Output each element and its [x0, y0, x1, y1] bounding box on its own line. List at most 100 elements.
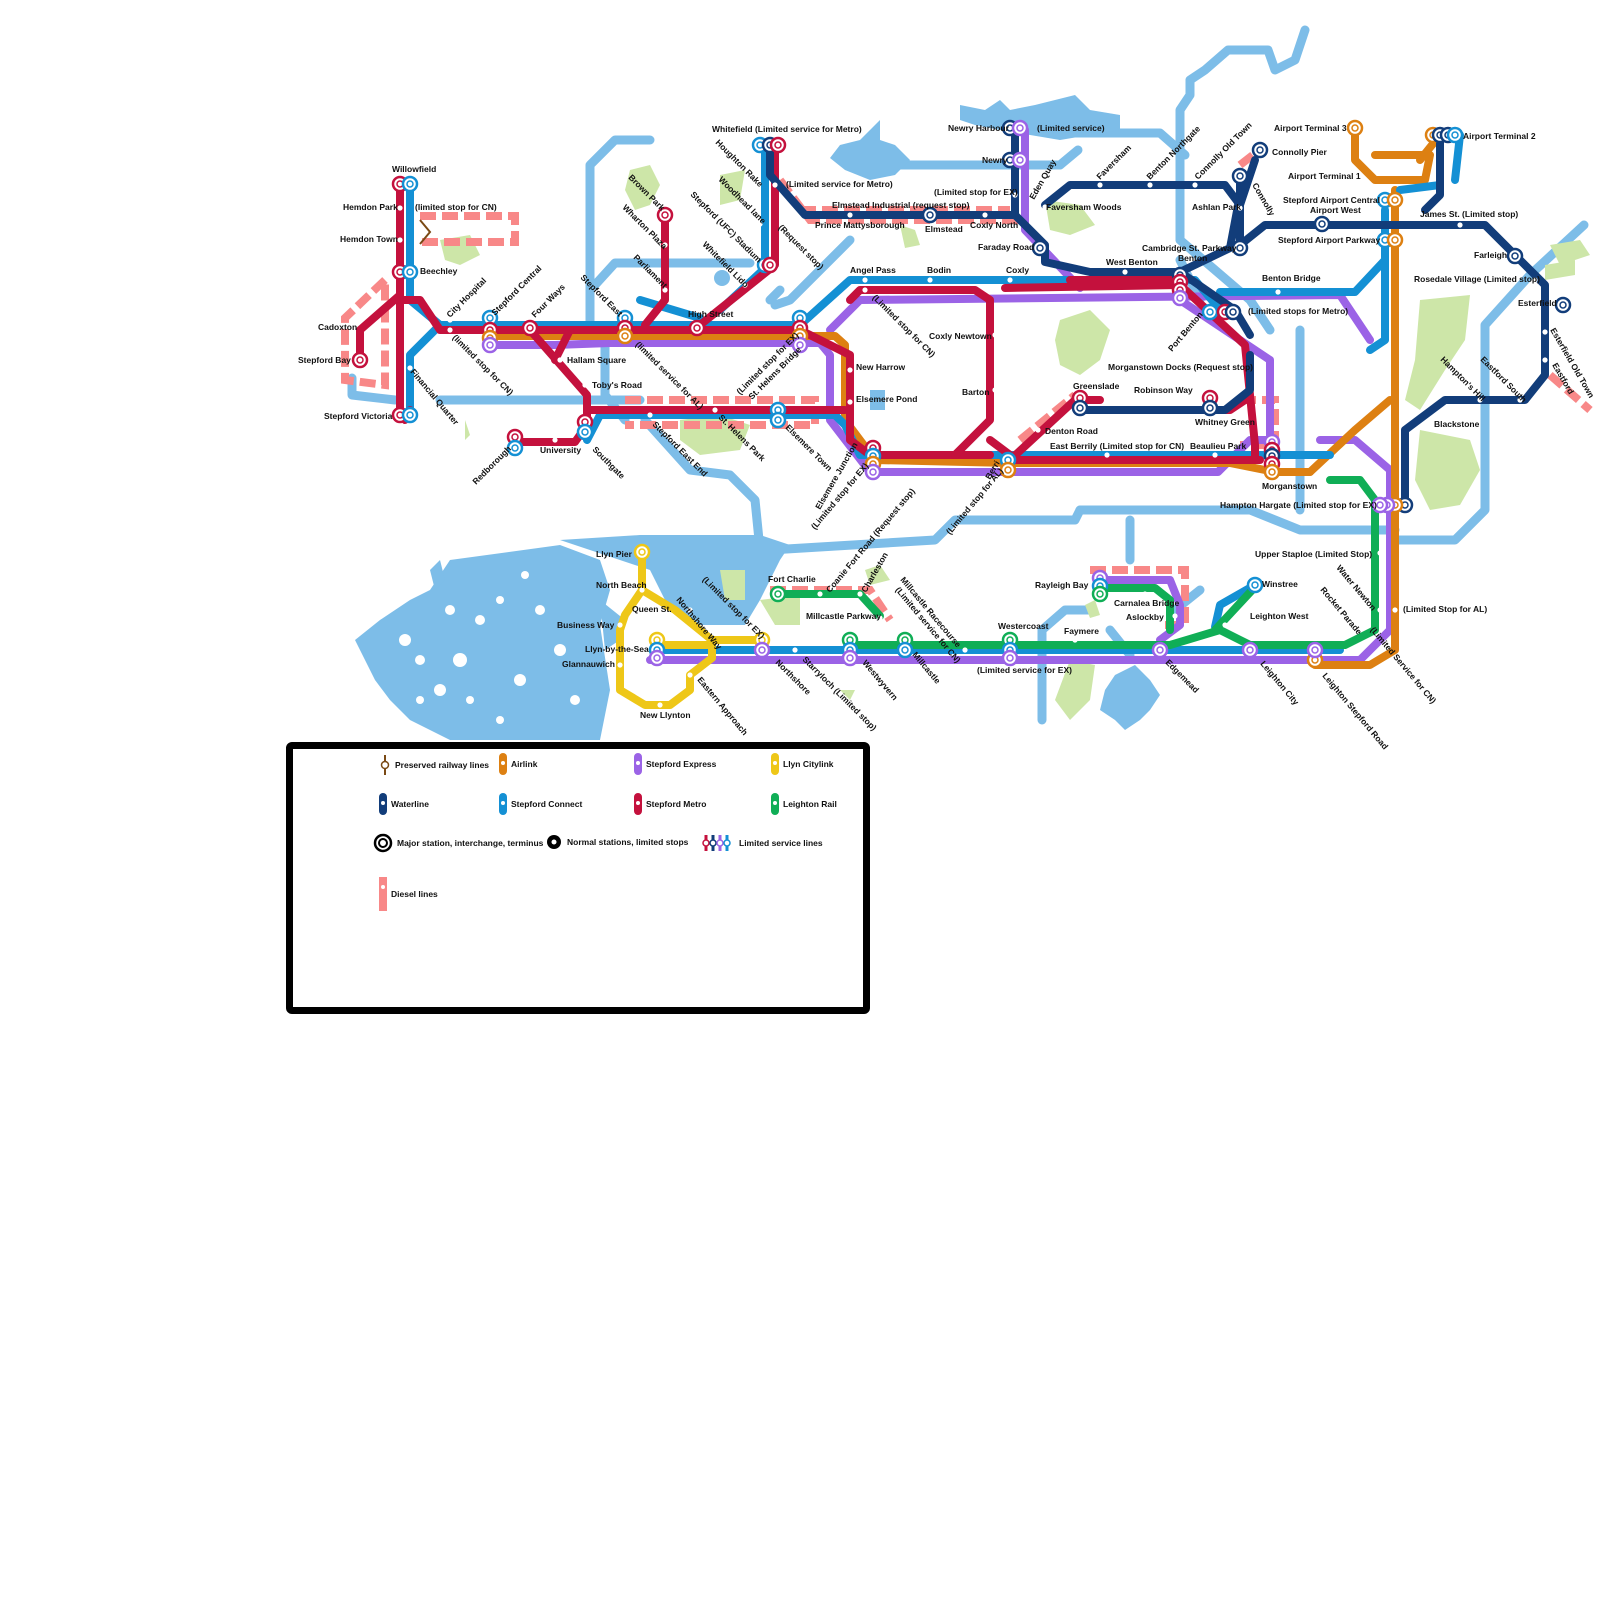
normal-station-marker[interactable] — [1222, 622, 1228, 628]
normal-station-marker[interactable] — [862, 277, 868, 283]
normal-station-marker[interactable] — [742, 282, 748, 288]
major-station-marker-inner — [1256, 146, 1264, 154]
normal-station-marker[interactable] — [792, 647, 798, 653]
station-label-tobys-road: Toby's Road — [592, 380, 642, 390]
normal-station-marker[interactable] — [447, 327, 453, 333]
normal-station-marker[interactable] — [772, 182, 778, 188]
normal-station-marker[interactable] — [1192, 182, 1198, 188]
normal-station-marker[interactable] — [1377, 607, 1383, 613]
station-label-beechley: Beechley — [420, 266, 458, 276]
normal-station-marker[interactable] — [397, 237, 403, 243]
normal-station-marker[interactable] — [639, 587, 645, 593]
station-label-city-hospital: City Hospital — [444, 276, 488, 320]
station-label-winstree: Winstree — [1262, 579, 1298, 589]
normal-station-marker[interactable] — [877, 615, 883, 621]
normal-station-marker[interactable] — [1122, 269, 1128, 275]
normal-station-marker[interactable] — [1035, 427, 1041, 433]
station-label-port-benton: Port Benton — [1166, 310, 1205, 354]
normal-station-marker[interactable] — [1457, 222, 1463, 228]
normal-station-marker[interactable] — [447, 317, 453, 323]
normal-station-marker[interactable] — [1542, 329, 1548, 335]
major-station-marker-inner — [486, 341, 494, 349]
normal-station-marker[interactable] — [1007, 277, 1013, 283]
station-label-bodin: Bodin — [927, 265, 951, 275]
station-label-faversham: Faversham — [1094, 142, 1133, 181]
normal-station-marker[interactable] — [647, 412, 653, 418]
normal-station-marker[interactable] — [712, 407, 718, 413]
normal-station-marker[interactable] — [992, 387, 998, 393]
station-label-charleston: Charleston — [859, 551, 890, 594]
normal-station-marker[interactable] — [397, 205, 403, 211]
station-label-new-llynton: New Llynton — [640, 710, 691, 720]
normal-station-marker[interactable] — [1012, 192, 1018, 198]
legend-item-express: Stepford Express — [634, 753, 716, 775]
normal-station-marker[interactable] — [662, 242, 668, 248]
major-station-marker-inner — [901, 646, 909, 654]
normal-station-marker[interactable] — [927, 277, 933, 283]
station-label-elmstead: Elmstead — [925, 224, 963, 234]
normal-station-marker[interactable] — [552, 437, 558, 443]
station-label-airport-central: Stepford Airport Central — [1283, 195, 1380, 205]
normal-station-marker[interactable] — [1097, 182, 1103, 188]
station-label-blackstone: Blackstone — [1434, 419, 1480, 429]
station-label-hemdon-town: Hemdon Town — [340, 234, 398, 244]
normal-station-marker[interactable] — [1517, 397, 1523, 403]
normal-station-marker[interactable] — [557, 357, 563, 363]
normal-station-marker[interactable] — [1392, 607, 1398, 613]
station-label-eastern-approach: Eastern Approach — [695, 675, 750, 737]
normal-station-marker[interactable] — [757, 221, 763, 227]
major-station-marker-inner — [581, 428, 589, 436]
station-label-upper-staploe: Upper Staploe (Limited Stop) — [1255, 549, 1372, 559]
preserved-railway-icon — [380, 755, 390, 775]
normal-station-marker[interactable] — [1172, 613, 1178, 619]
normal-station-marker[interactable] — [847, 399, 853, 405]
normal-station-marker[interactable] — [1142, 591, 1148, 597]
normal-station-marker[interactable] — [1147, 182, 1153, 188]
major-station-marker-inner — [1391, 196, 1399, 204]
station-label-limited-al-2: (Limited stop for AL) — [944, 466, 1005, 536]
station-label-greenslade: Greenslade — [1073, 381, 1120, 391]
normal-station-marker[interactable] — [652, 587, 658, 593]
normal-station-marker[interactable] — [1377, 550, 1383, 556]
station-label-hampton-hargate: Hampton Hargate (Limited stop for EX) — [1220, 500, 1377, 510]
normal-station-marker[interactable] — [847, 367, 853, 373]
normal-station-marker[interactable] — [1275, 289, 1281, 295]
normal-station-marker[interactable] — [1104, 452, 1110, 458]
normal-station-marker[interactable] — [1237, 205, 1243, 211]
normal-station-marker[interactable] — [407, 365, 413, 371]
legend-label: Normal stations, limited stops — [567, 837, 689, 847]
normal-station-marker[interactable] — [1072, 637, 1078, 643]
connect-swatch-icon — [499, 793, 507, 815]
water-holes — [399, 571, 580, 724]
normal-station-marker[interactable] — [1042, 204, 1048, 210]
normal-station-marker[interactable] — [687, 607, 693, 613]
normal-station-marker[interactable] — [857, 591, 863, 597]
normal-station-marker[interactable] — [1542, 357, 1548, 363]
normal-station-marker[interactable] — [687, 672, 693, 678]
normal-station-marker[interactable] — [1349, 177, 1355, 183]
normal-station-marker[interactable] — [982, 212, 988, 218]
station-label-faymere: Faymere — [1064, 626, 1099, 636]
normal-station-marker[interactable] — [1477, 397, 1483, 403]
normal-station-marker[interactable] — [1532, 277, 1538, 283]
normal-station-marker[interactable] — [1362, 622, 1368, 628]
normal-station-marker[interactable] — [847, 212, 853, 218]
normal-station-marker[interactable] — [657, 702, 663, 708]
normal-station-marker[interactable] — [662, 287, 668, 293]
normal-station-marker[interactable] — [617, 662, 623, 668]
normal-station-marker[interactable] — [862, 287, 868, 293]
station-label-denton-road: Denton Road — [1045, 426, 1098, 436]
normal-station-marker[interactable] — [1257, 365, 1263, 371]
normal-station-marker[interactable] — [1212, 452, 1218, 458]
station-label-morganstown: Morganstown — [1262, 481, 1317, 491]
normal-station-marker[interactable] — [1145, 397, 1151, 403]
normal-station-marker[interactable] — [817, 591, 823, 597]
normal-station-marker[interactable] — [1427, 422, 1433, 428]
normal-station-marker[interactable] — [617, 622, 623, 628]
station-label-westercoast: Westercoast — [998, 621, 1049, 631]
normal-station-marker[interactable] — [582, 382, 588, 388]
normal-station-marker[interactable] — [992, 332, 998, 338]
station-label-carnalea-bridge: Carnalea Bridge — [1114, 598, 1179, 608]
normal-station-marker[interactable] — [962, 647, 968, 653]
major-station-icon — [373, 833, 393, 853]
